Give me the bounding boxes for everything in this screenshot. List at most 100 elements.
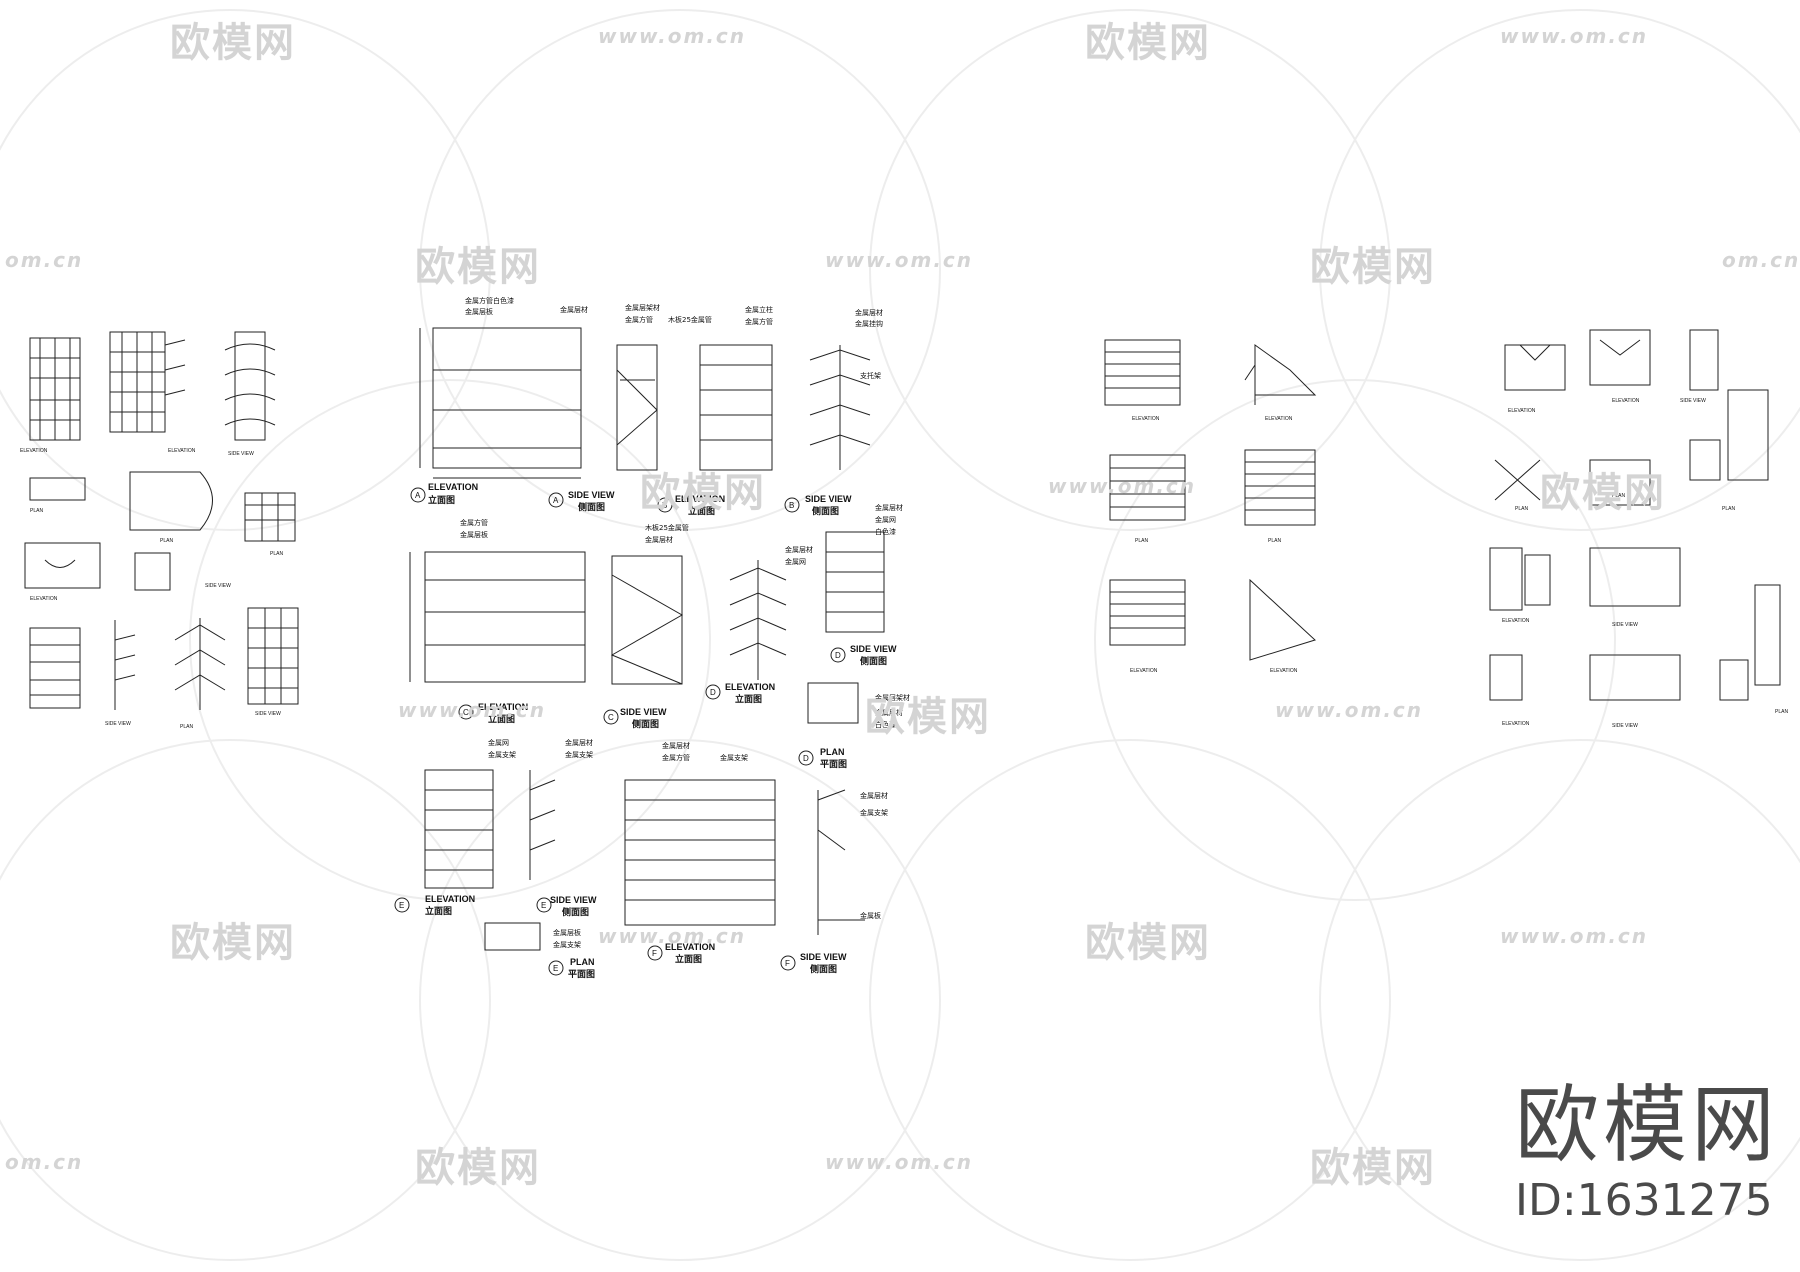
- callout-board-pipe-2: 木板25金属管: [645, 523, 689, 532]
- callout-steel-bracket-3: 金属支架: [720, 753, 748, 762]
- small-elevation-2: ELEVATION: [168, 448, 196, 454]
- brand-block: 欧模网 ID:1631275: [1515, 1080, 1779, 1226]
- small-plan-6: PLAN: [1268, 538, 1281, 544]
- small-side-view-5: SIDE VIEW: [1680, 398, 1706, 404]
- callout-steel-net-3: 金属网: [488, 738, 509, 747]
- label-side-view-d-cn: 侧面图: [860, 655, 887, 666]
- small-side-view-7: SIDE VIEW: [1612, 723, 1638, 729]
- small-plan-9: PLAN: [1722, 506, 1735, 512]
- callout-steel-plate-9: 金属层材: [860, 791, 888, 800]
- watermark-url-11: om.cn: [5, 1150, 84, 1174]
- label-plan-d: PLAN: [820, 747, 845, 757]
- label-elevation-c: ELEVATION: [478, 702, 528, 712]
- callout-steel-bracket-4: 金属支架: [860, 808, 888, 817]
- small-elevation-1: ELEVATION: [20, 448, 48, 454]
- callout-steel-bracket: 金属支架: [488, 750, 516, 759]
- callout-steel-plate-7: 金属层材: [565, 738, 593, 747]
- small-elevation-8: ELEVATION: [1508, 408, 1536, 414]
- small-plan-3: PLAN: [270, 551, 283, 557]
- label-elevation-b-cn: 立面图: [688, 505, 715, 516]
- label-side-view-e: SIDE VIEW: [550, 895, 597, 905]
- group-2-drawings: [409, 327, 885, 951]
- callout-steel-pipe-3: 金属方管: [460, 518, 488, 527]
- callout-steel-plate-2: 金属层材: [855, 308, 883, 317]
- callout-steel-bracket-2: 金属支架: [565, 750, 593, 759]
- callout-steel-plate: 金属层材: [560, 305, 588, 314]
- brand-name: 欧模网: [1515, 1076, 1780, 1174]
- label-plan-e: PLAN: [570, 957, 595, 967]
- small-plan-5: PLAN: [1135, 538, 1148, 544]
- callout-steel-plate-6: 金属层材: [875, 708, 903, 717]
- callout-steel-pipe-4: 金属方管: [662, 753, 690, 762]
- callout-steel-net: 金属网: [785, 557, 806, 566]
- label-side-view-f-cn: 侧面图: [810, 963, 837, 974]
- small-elevation-3: ELEVATION: [30, 596, 58, 602]
- label-elevation-a-cn: 立面图: [428, 494, 455, 505]
- callout-steel-board: 金属板: [860, 911, 881, 920]
- watermark-url-4: www.om.cn: [825, 248, 974, 272]
- watermark-url-2: www.om.cn: [1500, 24, 1649, 48]
- callout-steel-pipe: 金属方管: [625, 315, 653, 324]
- callout-labels: 金属方管白色漆 金属层板 金属层材 金属层架材 金属方管 木板25金属管 金属立…: [460, 296, 910, 949]
- callout-steel-tube-white: 金属方管白色漆: [465, 296, 514, 305]
- label-elevation-d-cn: 立面图: [735, 693, 762, 704]
- label-side-view-d: SIDE VIEW: [850, 644, 897, 654]
- small-view-labels: ELEVATION ELEVATION SIDE VIEW PLAN PLAN …: [20, 398, 1788, 730]
- label-elevation-e: ELEVATION: [425, 894, 475, 904]
- letter-a: A: [415, 491, 421, 500]
- callout-white-paint: 白色漆: [875, 527, 896, 536]
- small-elevation-11: ELEVATION: [1502, 721, 1530, 727]
- small-side-view-2: SIDE VIEW: [205, 583, 231, 589]
- callout-support: 支托架: [860, 371, 881, 380]
- small-elevation-10: ELEVATION: [1502, 618, 1530, 624]
- callout-steel-pipe-2: 金属方管: [745, 317, 773, 326]
- label-side-view-b-cn: 侧面图: [812, 505, 839, 516]
- view-letter-circles: A A B B C C D D D E E E F F: [394, 487, 846, 976]
- label-plan-d-cn: 平面图: [820, 759, 847, 769]
- label-side-view-c-cn: 侧面图: [632, 718, 659, 729]
- letter-e: E: [399, 901, 404, 910]
- letter-e3: E: [553, 964, 558, 973]
- small-side-view-3: SIDE VIEW: [105, 721, 131, 727]
- label-side-view-a: SIDE VIEW: [568, 490, 615, 500]
- label-plan-e-cn: 平面图: [568, 969, 595, 979]
- label-elevation-b: ELEVATION: [675, 494, 725, 504]
- label-elevation-c-cn: 立面图: [488, 713, 515, 724]
- callout-steel-plate-3: 金属层材: [645, 535, 673, 544]
- callout-steel-frame-2: 金属层架材: [875, 693, 910, 702]
- label-elevation-e-cn: 立面图: [425, 905, 452, 916]
- small-elevation-9: ELEVATION: [1612, 398, 1640, 404]
- small-plan-4: PLAN: [180, 724, 193, 730]
- letter-f2: F: [785, 959, 790, 968]
- small-plan-1: PLAN: [30, 508, 43, 514]
- small-elevation-5: ELEVATION: [1265, 416, 1293, 422]
- label-side-view-a-cn: 侧面图: [578, 501, 605, 512]
- watermark-circles: [0, 9, 1800, 1261]
- letter-d3: D: [803, 754, 809, 763]
- letter-d: D: [710, 688, 716, 697]
- small-plan-8: PLAN: [1612, 493, 1625, 499]
- label-elevation-d: ELEVATION: [725, 682, 775, 692]
- watermark-logo-7: 欧模网: [865, 694, 991, 740]
- small-elevation-7: ELEVATION: [1270, 668, 1298, 674]
- watermark-logo-8: 欧模网: [170, 920, 296, 966]
- watermark-url-5: om.cn: [1722, 248, 1800, 272]
- callout-steel-bracket-5: 金属支架: [553, 940, 581, 949]
- watermark-logo-3: 欧模网: [415, 244, 541, 290]
- letter-c2: C: [608, 713, 614, 722]
- watermark-url-1: www.om.cn: [598, 24, 747, 48]
- watermark-url-9: www.om.cn: [598, 924, 747, 948]
- label-side-view-e-cn: 侧面图: [562, 906, 589, 917]
- label-elevation-a: ELEVATION: [428, 482, 478, 492]
- callout-steel-plate-4: 金属层材: [785, 545, 813, 554]
- small-plan-2: PLAN: [160, 538, 173, 544]
- callout-steel-plate-5: 金属层材: [875, 503, 903, 512]
- small-elevation-6: ELEVATION: [1130, 668, 1158, 674]
- watermark-logo-6: 欧模网: [1540, 470, 1666, 516]
- watermark-url-12: www.om.cn: [825, 1150, 974, 1174]
- group-1-drawings: [24, 331, 299, 710]
- watermark-logo-4: 欧模网: [1310, 244, 1436, 290]
- watermark-logo-10: 欧模网: [415, 1145, 541, 1191]
- callout-steel-frame: 金属层架材: [625, 303, 660, 312]
